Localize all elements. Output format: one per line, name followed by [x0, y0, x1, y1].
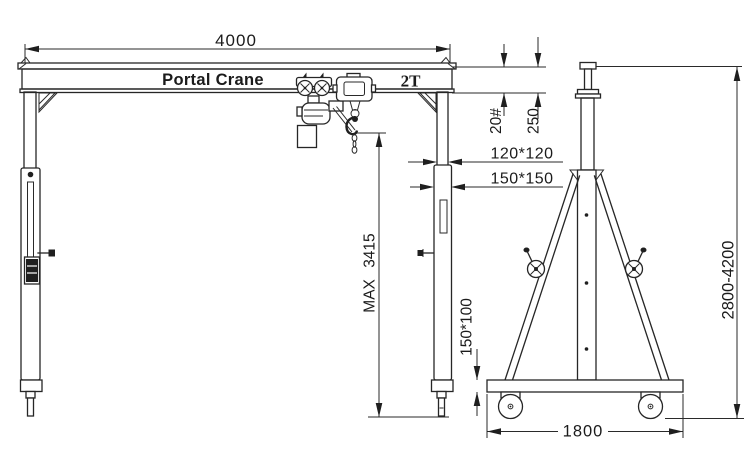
chain-bucket	[296, 124, 318, 149]
clevis	[349, 100, 361, 111]
trolley-flag-left	[303, 72, 307, 77]
trolley-wheel	[313, 79, 331, 97]
hand-chain	[332, 107, 353, 133]
dim-inner-mast-label: 120*120	[490, 146, 553, 163]
dim-outer-mast	[410, 183, 563, 191]
hook	[345, 115, 359, 136]
dim-inner-mast	[408, 158, 563, 166]
hoist-gear-housing	[301, 102, 331, 125]
lock-bolt	[27, 171, 34, 178]
gusset-right	[416, 92, 437, 114]
side-inner-mast	[580, 97, 595, 171]
hand-winch-left	[523, 247, 546, 279]
left-caster-stem	[25, 390, 36, 417]
mast-gusset-right	[595, 169, 605, 182]
load-chain	[351, 134, 358, 154]
dim-beam-height-label: 250	[526, 108, 543, 134]
left-leg	[19, 91, 55, 417]
side-view	[486, 61, 684, 420]
beam-title-label: Portal Crane	[162, 71, 264, 89]
dim-base-length	[486, 394, 684, 438]
right-leg-crank	[417, 249, 434, 257]
dim-height-range	[596, 66, 744, 419]
beam-end-section	[574, 61, 602, 99]
right-leg	[417, 91, 454, 417]
mast-gusset-left	[569, 169, 578, 182]
diagonal-brace-left	[504, 173, 581, 381]
dim-beam-channel-label: 20#	[488, 108, 505, 134]
dim-base-length-label: 1800	[563, 423, 604, 441]
right-caster-stem	[436, 390, 447, 417]
geared-trolley-hoist	[295, 72, 356, 149]
caster-right	[637, 391, 664, 420]
dim-max-height-label: MAX 3415	[362, 233, 379, 312]
dim-beam-section	[452, 37, 546, 119]
dim-span-label: 4000	[215, 31, 257, 50]
trolley-wheel	[296, 79, 314, 97]
capacity-label: 2T	[401, 72, 422, 91]
left-leg-winch	[23, 249, 55, 285]
base-frame	[486, 379, 684, 393]
dim-max-height	[357, 132, 449, 418]
dim-base-beam	[473, 349, 481, 416]
hand-winch-right	[624, 247, 647, 279]
dim-base-beam-label: 150*100	[459, 298, 476, 356]
plain-trolley-hook	[332, 72, 377, 154]
datum-mark-right	[439, 56, 451, 64]
dim-outer-mast-label: 150*150	[490, 171, 553, 188]
girder-beam	[17, 56, 457, 94]
trolley-flag-right	[320, 72, 324, 77]
dim-span	[24, 44, 451, 64]
dim-height-range-label: 2800-4200	[720, 241, 738, 320]
caster-left	[497, 391, 524, 420]
gusset-left	[38, 92, 59, 114]
